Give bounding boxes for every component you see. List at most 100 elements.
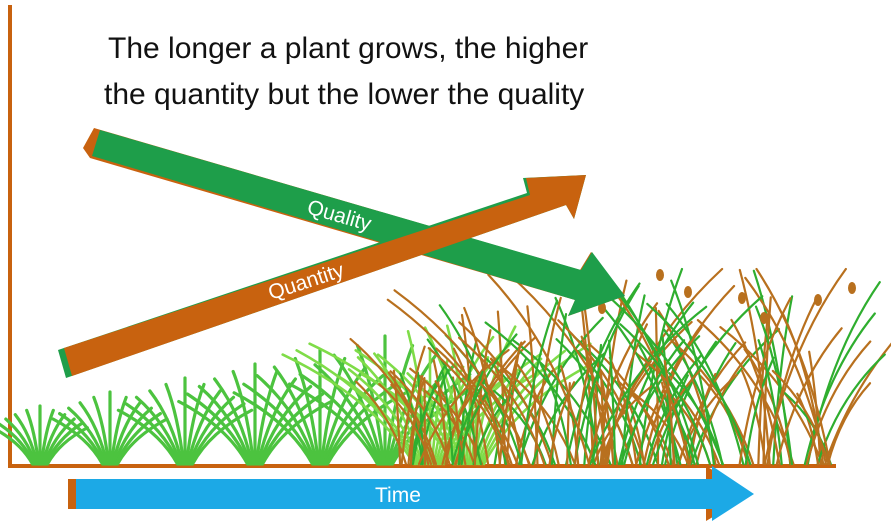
grass-blade (260, 399, 333, 466)
grass-blade (441, 370, 454, 466)
grass-blade (116, 408, 180, 466)
grass-blade (504, 270, 634, 466)
grass-blade (390, 383, 438, 466)
grass-blade (771, 369, 830, 466)
grass-blade (632, 391, 690, 466)
grass-blade (738, 297, 792, 466)
grass-blade (659, 392, 696, 466)
grass-blade (39, 408, 55, 466)
grass-blade (255, 374, 318, 466)
grass-blade (186, 389, 222, 466)
headline-line-2: the quantity but the lower the quality (104, 78, 584, 111)
grass-blade (213, 377, 254, 466)
grass-blade (652, 295, 764, 466)
grass-blade (796, 392, 820, 466)
grass-blade (557, 319, 646, 466)
grass-blade (646, 302, 752, 466)
grass-blade (619, 323, 712, 466)
quality-arrow: Quality (83, 128, 625, 316)
grass-blade (378, 383, 433, 466)
grass-blade (197, 384, 253, 466)
grass-blade (826, 382, 872, 466)
grass-blade (663, 359, 675, 466)
grass-blade (187, 395, 236, 466)
quantity-arrow-body (64, 175, 586, 376)
grass-blade (608, 339, 617, 466)
grass-blade (587, 302, 659, 466)
grass-blade (580, 335, 608, 466)
grass-blade (482, 365, 587, 466)
grass-blade (360, 373, 458, 466)
grass-blade (232, 391, 315, 466)
grass-blade (0, 422, 36, 466)
grass-blade (823, 342, 891, 466)
grass-blade (287, 382, 380, 466)
grass-blade (616, 379, 674, 466)
grass-blade (400, 345, 426, 466)
quality-arrow-body (92, 130, 625, 316)
grass-blade (78, 401, 109, 466)
grass-blade (661, 336, 672, 466)
axes (8, 5, 836, 468)
grass-blade (463, 306, 502, 466)
grass-blade (67, 406, 108, 466)
grass-blade (190, 408, 254, 466)
grass-blade (539, 362, 572, 466)
quantity-arrow-label: Quantity (265, 259, 347, 305)
grass-blade (177, 399, 250, 466)
grass-blade (272, 365, 319, 466)
seed-head (760, 312, 768, 324)
grass-blade (606, 323, 648, 466)
time-arrow: Time (68, 466, 754, 521)
grass-blade (548, 381, 576, 466)
grass-blade (92, 395, 111, 466)
grass-blade (573, 285, 640, 466)
grass-blade (164, 382, 186, 466)
grass-blade (664, 340, 718, 466)
seed-head (598, 302, 606, 314)
grass-blade (516, 363, 560, 466)
grass-blade (25, 408, 41, 466)
grass-blade (487, 273, 591, 466)
seed-head (738, 292, 746, 304)
grass-blade (574, 359, 592, 466)
grass-blade (803, 312, 876, 466)
time-arrow-body (76, 466, 754, 521)
grass-blade (730, 318, 781, 466)
grass-blade (295, 349, 418, 466)
grass-blade (603, 360, 652, 466)
headline-line-1: The longer a plant grows, the higher (108, 32, 588, 65)
grass-blade (298, 372, 381, 466)
grass-blade (490, 357, 523, 466)
grass-blade (427, 347, 511, 466)
grass-blade (738, 268, 771, 466)
grass-blade (520, 299, 559, 466)
grass-blade (411, 362, 447, 466)
grass-blade (13, 413, 39, 466)
grass-blade (58, 412, 106, 466)
plant-growth-illustration (0, 267, 891, 466)
time-arrow-label: Time (375, 484, 421, 507)
grass-blade (184, 382, 206, 466)
grass-blade (0, 430, 35, 466)
grass-blade (451, 333, 518, 466)
grass-blade (435, 347, 513, 466)
grass-blade (4, 417, 38, 466)
grass-blade (498, 341, 523, 466)
grass-blade (189, 402, 246, 466)
grass-blade (695, 354, 750, 466)
grass-blade (766, 295, 819, 466)
grass-blade (665, 302, 745, 466)
grass-blade (242, 382, 316, 466)
grass-blade (458, 336, 546, 466)
grass-blade (517, 316, 604, 466)
grass-blade (293, 356, 321, 466)
seed-head (848, 282, 856, 294)
grass-blade (321, 365, 368, 466)
grass-blade (635, 284, 736, 466)
grass-blade (45, 426, 89, 466)
grass-blade (148, 389, 184, 466)
grass-blade (111, 401, 142, 466)
grass-blade (473, 329, 492, 466)
